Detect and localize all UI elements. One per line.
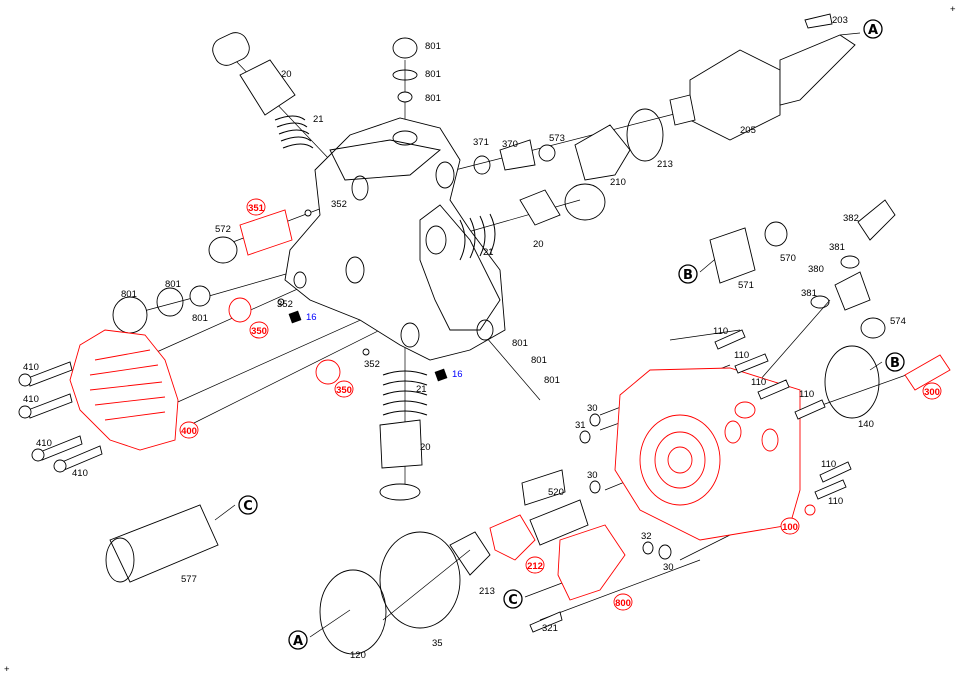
part-label-highlighted: 400 <box>181 426 197 437</box>
part-label: 801 <box>531 355 547 366</box>
part-label: 205 <box>740 125 756 136</box>
callout-c-left: C <box>238 495 258 515</box>
part-label: 382 <box>843 213 859 224</box>
part-label: 30 <box>663 562 674 573</box>
callout-b-right: B <box>885 352 905 372</box>
corner-mark: + <box>950 4 956 15</box>
part-label: 21 <box>313 114 324 125</box>
part-label: 20 <box>281 69 292 80</box>
cover-400 <box>18 329 179 473</box>
part-label: 380 <box>808 264 824 275</box>
part-label: 574 <box>890 316 906 327</box>
part-label: 410 <box>23 362 39 373</box>
part-label: 203 <box>832 15 848 26</box>
svg-text:C: C <box>508 593 518 608</box>
part-label: 110 <box>751 377 766 388</box>
part-label: 410 <box>72 468 88 479</box>
part-label: 801 <box>165 279 181 290</box>
part-label: 21 <box>483 247 494 258</box>
part-label: 577 <box>181 574 197 585</box>
part-label: 31 <box>575 420 586 431</box>
part-label: 801 <box>544 375 560 386</box>
callout-c-right: C <box>503 589 523 609</box>
svg-text:A: A <box>293 634 303 649</box>
part-label: 213 <box>479 586 495 597</box>
part-label: 30 <box>587 470 598 481</box>
part-label: 801 <box>121 289 137 300</box>
part-label: 801 <box>425 41 441 52</box>
callout-a-top: A <box>863 19 883 39</box>
part-label: 801 <box>512 338 528 349</box>
part-label: 370 <box>502 139 518 150</box>
part-label: 20 <box>533 239 544 250</box>
part-label: 110 <box>713 326 728 337</box>
top-parts <box>212 13 856 261</box>
highlight-rings <box>179 198 942 611</box>
part-label-highlighted: 351 <box>248 203 265 214</box>
svg-text:B: B <box>890 356 900 371</box>
lower-parts <box>105 504 461 655</box>
svg-text:B: B <box>683 268 693 283</box>
part-label: 352 <box>364 359 380 370</box>
svg-text:C: C <box>243 499 253 514</box>
part-label-highlighted: 350 <box>251 326 267 337</box>
part-label: 321 <box>542 623 558 634</box>
part-label: 140 <box>858 419 874 430</box>
part-label: 801 <box>425 69 441 80</box>
part-label-highlighted: 800 <box>615 598 631 609</box>
corner-mark: + <box>4 664 10 675</box>
part-label: 21 <box>416 384 427 395</box>
pump-housing <box>284 117 506 361</box>
part-label-highlighted: 212 <box>527 561 543 572</box>
callout-b-left: B <box>678 264 698 284</box>
part-label: 801 <box>192 313 208 324</box>
part-labels: 801 801 801 20 21 203 205 213 210 371 37… <box>23 15 940 661</box>
right-lower-parts <box>449 345 951 633</box>
part-label: 410 <box>36 438 52 449</box>
part-label-highlighted: 100 <box>782 522 798 533</box>
svg-text:A: A <box>868 23 878 38</box>
part-label: 32 <box>641 531 652 542</box>
bolts-410 <box>18 361 103 473</box>
part-label: 371 <box>473 137 489 148</box>
part-label: 110 <box>828 496 843 507</box>
part-label: 35 <box>432 638 443 649</box>
part-label-blue: 16 <box>306 312 317 323</box>
part-label: 352 <box>331 199 347 210</box>
part-label: 381 <box>829 242 845 253</box>
part-label: 571 <box>738 280 754 291</box>
part-label: 110 <box>734 350 749 361</box>
bolts-110 <box>714 329 852 500</box>
part-label: 570 <box>780 253 796 264</box>
part-label: 572 <box>215 224 231 235</box>
part-label-blue: 16 <box>452 369 463 380</box>
part-label-highlighted: 350 <box>336 385 352 396</box>
part-label-highlighted: 300 <box>924 387 940 398</box>
left-parts <box>112 209 448 501</box>
part-label: 573 <box>549 133 565 144</box>
part-label: 30 <box>587 403 598 414</box>
part-label: 410 <box>23 394 39 405</box>
part-label: 213 <box>657 159 673 170</box>
part-label: 520 <box>548 487 564 498</box>
part-label: 801 <box>425 93 441 104</box>
part-label: 352 <box>277 299 293 310</box>
part-label: 210 <box>610 177 626 188</box>
right-upper-parts <box>709 199 896 339</box>
part-label: 110 <box>821 459 836 470</box>
part-label: 381 <box>801 288 817 299</box>
callout-a-bottom: A <box>288 630 308 650</box>
part-label: 110 <box>799 389 814 400</box>
part-label: 120 <box>350 650 366 661</box>
part-label: 20 <box>420 442 431 453</box>
